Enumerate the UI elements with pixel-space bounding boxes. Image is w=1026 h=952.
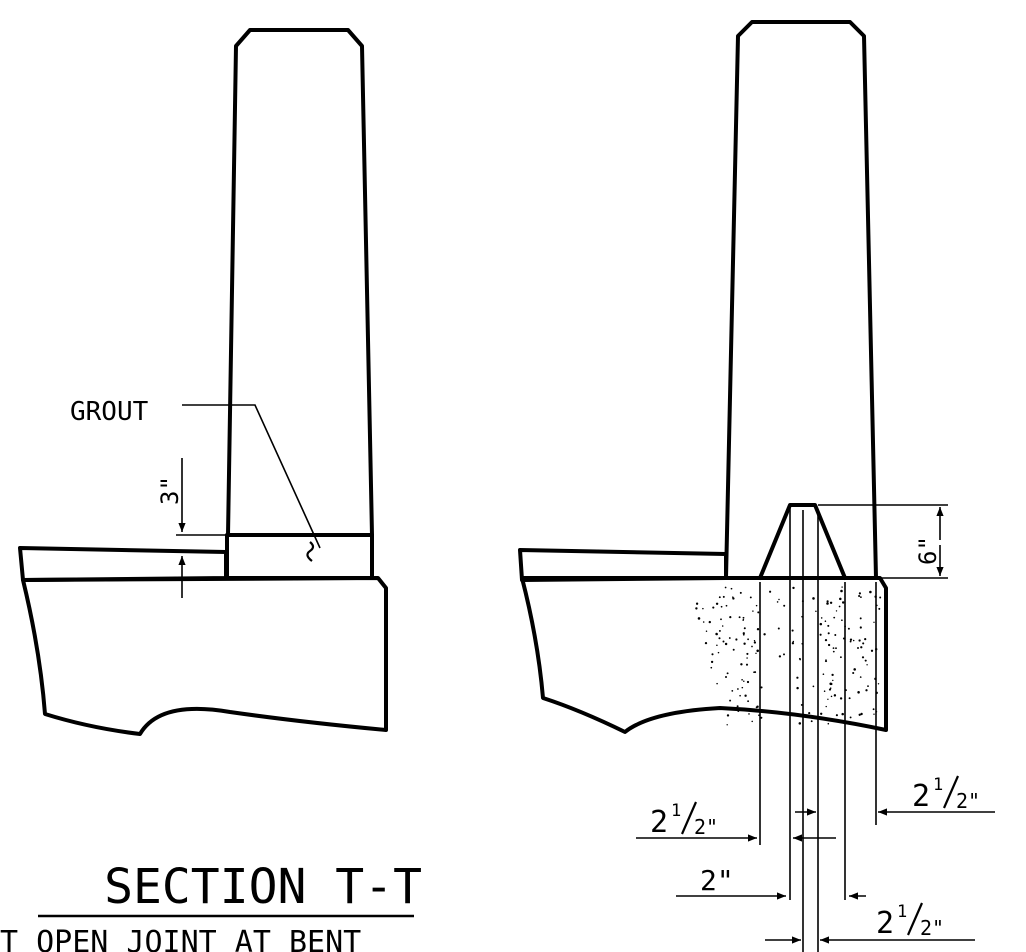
svg-text:1: 1 [897,902,907,922]
dim-3-label: 3" [156,476,184,505]
section-subtitle: T OPEN JOINT AT BENT [0,925,361,952]
dim-row2-label: 2 1 2" [650,801,718,840]
svg-text:2": 2" [956,789,980,813]
dim-row3-label: 2" [700,864,734,897]
left-grout-break [306,541,315,562]
right-detail: 6" 2 1 2" 2 1 2" 2" [518,20,995,952]
concrete-stipple [695,586,882,726]
right-deck-slab [518,548,728,582]
grout-label: GROUT [70,397,149,427]
svg-text:2": 2" [920,916,944,940]
left-detail: GROUT 3" [18,28,388,736]
left-column [226,28,374,537]
svg-text:2": 2" [694,815,718,839]
left-pier-base [21,576,388,736]
section-title: SECTION T-T [104,859,422,915]
section-title-block: SECTION T-T T OPEN JOINT AT BENT [0,859,422,952]
svg-text:2: 2 [876,906,894,941]
dim-6-label: 6" [914,536,942,565]
right-column [724,20,878,580]
dim-row4-label: 2 1 2" [876,902,944,941]
shear-key [758,503,847,580]
svg-text:1: 1 [671,801,681,821]
dim-row1-label: 2 1 2" [912,775,980,814]
grout-leader-line [182,404,321,549]
svg-text:2: 2 [912,779,930,814]
svg-text:1: 1 [933,775,943,795]
right-pier-base [520,576,888,734]
left-grout-pad [225,533,374,580]
svg-text:2: 2 [650,805,668,840]
left-deck-slab [18,546,228,582]
